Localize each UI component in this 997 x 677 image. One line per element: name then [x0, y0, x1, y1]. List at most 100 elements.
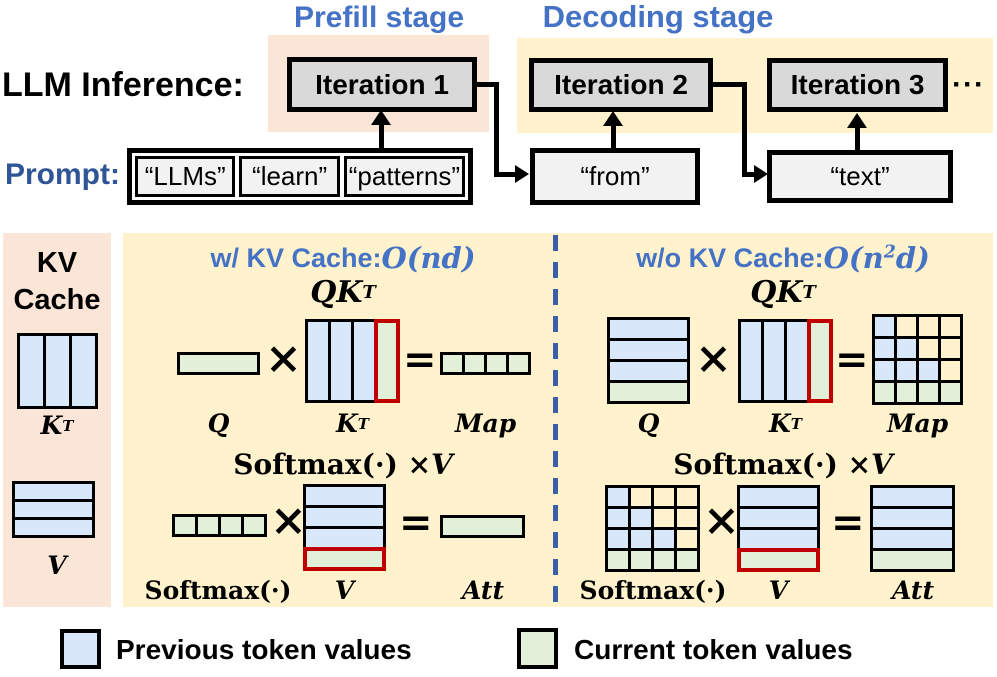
complexity-pre: O(n [823, 241, 884, 275]
connector2-head-icon [754, 165, 768, 183]
softmax-heading-v: V [431, 448, 453, 481]
matrix-cell [608, 488, 628, 506]
matrix-cell [873, 509, 952, 527]
without-map-label: Map [886, 409, 949, 438]
arrow-prompt-head-icon [371, 110, 391, 125]
without-cache-title: w/o KV Cache: O(n2d) [583, 241, 983, 275]
matrix-cell [919, 361, 938, 380]
matrix-cell [897, 339, 916, 358]
matrix-cell [873, 488, 952, 506]
without-kt-matrix [738, 319, 833, 403]
matrix-cell [941, 383, 960, 402]
connector2-seg [742, 172, 756, 177]
matrix-cell [610, 383, 687, 401]
matrix-cell [15, 484, 92, 499]
matrix-cell [919, 339, 938, 358]
matrix-cell [875, 317, 894, 336]
softmax-heading-v: V [871, 448, 893, 481]
decoding-stage-label: Decoding stage [542, 0, 774, 34]
matrix-cell [654, 530, 674, 548]
matrix-cell [487, 355, 506, 372]
connector2-seg [742, 82, 747, 177]
matrix-cell [20, 336, 43, 406]
matrix-cell [741, 322, 761, 400]
kt-sup: T [357, 414, 369, 433]
matrix-cell [631, 530, 651, 548]
prefill-stage-label: Prefill stage [293, 1, 465, 34]
with-q-label: Q [207, 409, 230, 438]
qk-base: QK [750, 275, 803, 310]
llm-inference-label: LLM Inference: [2, 66, 244, 104]
kt-base: K [769, 409, 791, 438]
softmax-heading-text: Softmax(·) × [233, 448, 432, 481]
with-v-matrix [303, 484, 386, 571]
without-att-label: Att [891, 576, 935, 605]
kv-title-line2: Cache [13, 284, 101, 316]
without-cache-complexity: O(n2d) [824, 241, 930, 275]
matrix-cell [764, 322, 784, 400]
matrix-cell [875, 339, 894, 358]
with-map-matrix [440, 352, 531, 375]
matrix-cell [610, 341, 687, 359]
matrix-cell [740, 551, 817, 569]
without-q-matrix [607, 317, 690, 404]
arrow-text-shaft [855, 125, 860, 150]
matrix-cell [221, 517, 241, 534]
panel-divider [553, 235, 558, 605]
matrix-cell [306, 487, 383, 505]
with-cache-title-text: w/ KV Cache: [210, 242, 382, 273]
qk-sup: T [362, 282, 376, 303]
with-softmax-matrix [172, 514, 267, 537]
without-map-matrix [872, 314, 963, 405]
matrix-cell [308, 322, 328, 400]
with-cache-title: w/ KV Cache: O(nd) [153, 241, 533, 275]
without-att-matrix [870, 485, 955, 572]
times-symbol: × [695, 333, 732, 384]
matrix-cell [919, 317, 938, 336]
legend-previous-swatch [60, 629, 101, 669]
connector1-seg [477, 82, 499, 87]
connector1-head-icon [515, 165, 529, 183]
matrix-cell [897, 361, 916, 380]
matrix-cell [608, 509, 628, 527]
matrix-cell [631, 509, 651, 527]
matrix-cell [677, 509, 697, 527]
matrix-cell [72, 336, 95, 406]
connector1-seg [494, 82, 499, 177]
times-symbol: × [270, 495, 307, 546]
matrix-cell [331, 322, 351, 400]
matrix-cell [897, 317, 916, 336]
matrix-cell [875, 383, 894, 402]
complexity-sup: 2 [883, 242, 896, 263]
qk-sup: T [802, 282, 816, 303]
kv-title-line1: KV [36, 247, 78, 279]
with-v-label: V [334, 576, 355, 605]
matrix-cell [443, 518, 522, 535]
matrix-cell [377, 322, 397, 400]
matrix-cell [175, 517, 195, 534]
matrix-cell [810, 322, 830, 400]
legend-previous-label: Previous token values [116, 634, 412, 665]
connector2-seg [713, 82, 747, 87]
matrix-cell [443, 355, 462, 372]
matrix-cell [198, 517, 218, 534]
iteration-1-box: Iteration 1 [287, 57, 477, 112]
matrix-cell [610, 320, 687, 338]
kv-v-label: V [47, 551, 67, 580]
prompt-tokens-box: “LLMs” “learn” “patterns” [127, 148, 473, 205]
matrix-cell [941, 317, 960, 336]
with-q-matrix [177, 352, 260, 375]
prompt-token-llms: “LLMs” [135, 156, 236, 197]
with-att-label: Att [461, 576, 505, 605]
prompt-label: Prompt: [5, 158, 120, 191]
matrix-cell [740, 530, 817, 548]
matrix-cell [919, 383, 938, 402]
equals-symbol: = [835, 336, 869, 383]
